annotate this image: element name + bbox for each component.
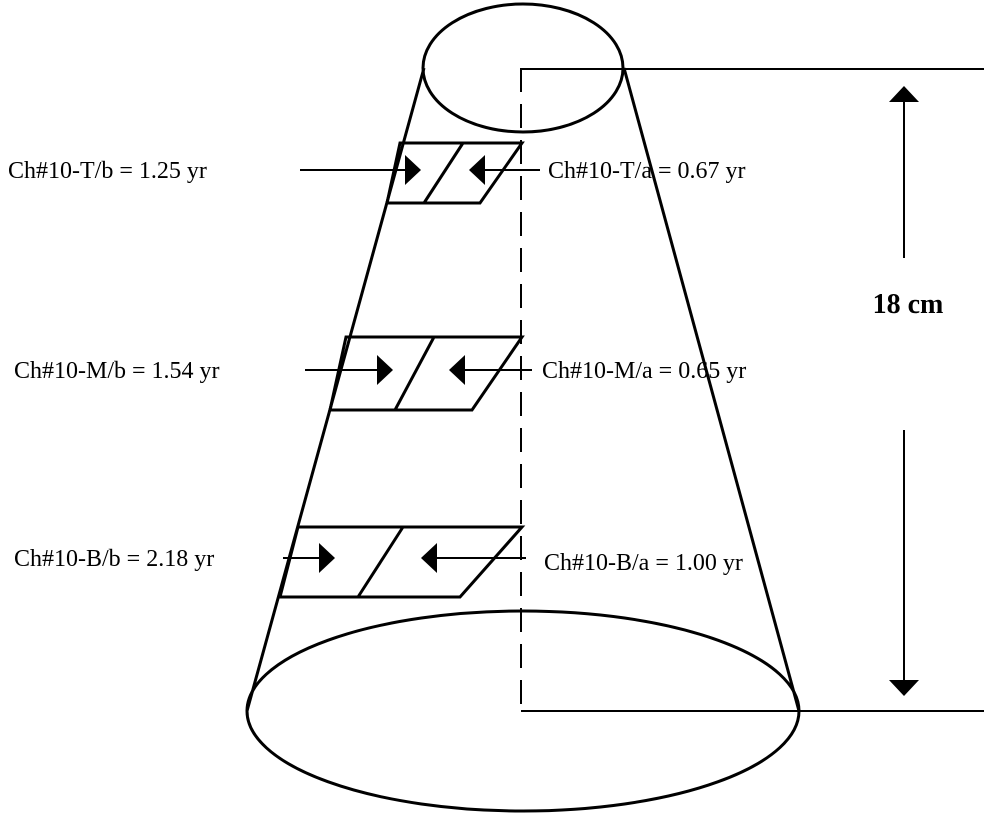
sample-middle-left-label: Ch#10-M/b = 1.54 yr xyxy=(14,358,220,384)
sample-top-parallelogram xyxy=(385,141,525,205)
sample-top-divider xyxy=(422,142,465,204)
sample-bottom-divider xyxy=(356,526,405,598)
sample-middle-right-label: Ch#10-M/a = 0.65 yr xyxy=(542,358,746,384)
sample-bottom-left-label: Ch#10-B/b = 2.18 yr xyxy=(14,546,214,572)
sample-top-right-label: Ch#10-T/a = 0.67 yr xyxy=(548,158,746,184)
height-label: 18 cm xyxy=(873,289,944,320)
sample-middle-parallelogram xyxy=(328,335,525,412)
cone-right-side xyxy=(622,67,801,712)
sample-top-left-label: Ch#10-T/b = 1.25 yr xyxy=(8,158,207,184)
sample-bottom-parallelogram xyxy=(278,525,526,599)
sample-middle-divider xyxy=(393,336,436,411)
sample-bottom-right-label: Ch#10-B/a = 1.00 yr xyxy=(544,550,743,576)
